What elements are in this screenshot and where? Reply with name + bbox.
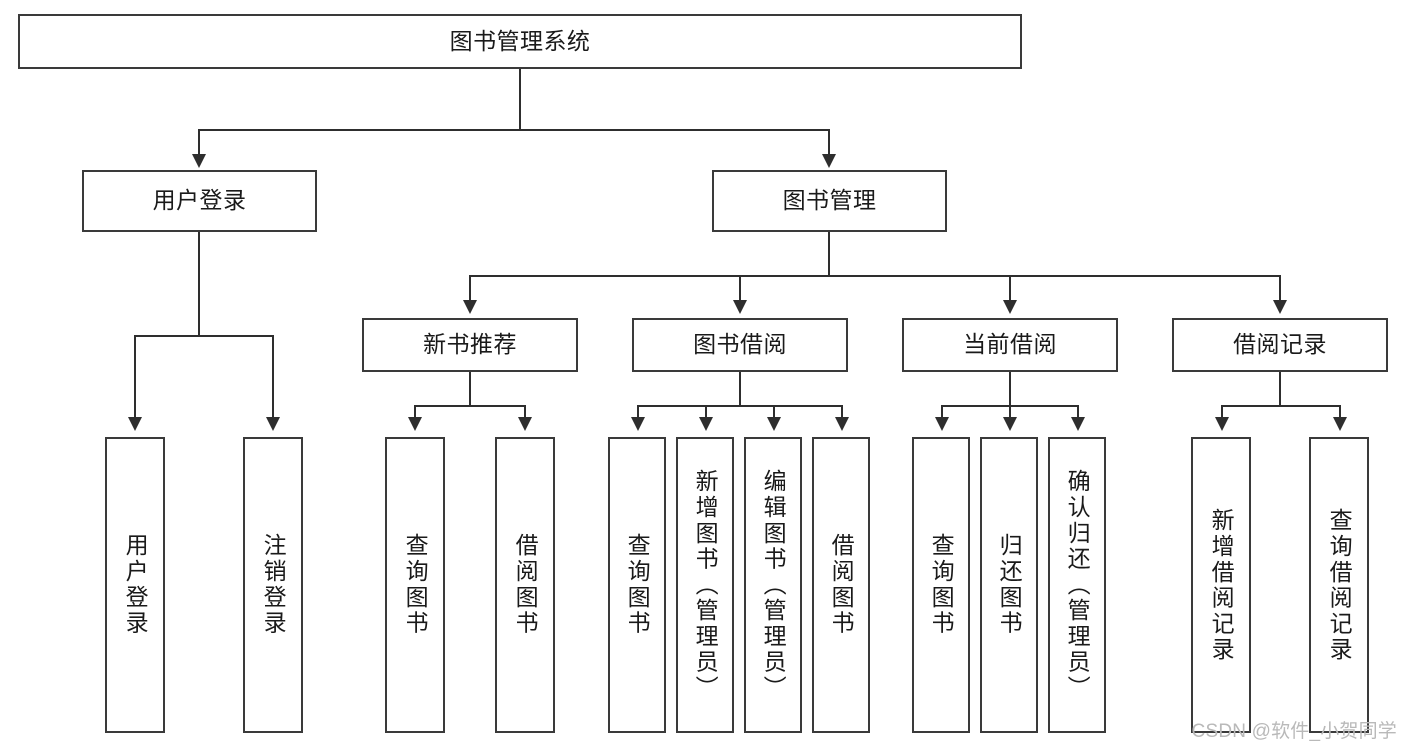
node-borrow-record[interactable]: 借阅记录: [1172, 318, 1388, 372]
connector-drop-book-borrow: [739, 275, 741, 302]
node-label: 编辑图书（管理员）: [760, 469, 787, 701]
node-label: 查询图书: [402, 533, 429, 637]
node-label: 确认归还（管理员）: [1064, 469, 1091, 701]
node-new-book-recommend[interactable]: 新书推荐: [362, 318, 578, 372]
node-label: 新书推荐: [423, 331, 517, 358]
arrowhead-leaf-add-book: [699, 417, 713, 431]
arrowhead-leaf-borrow-book-2: [835, 417, 849, 431]
node-current-borrow[interactable]: 当前借阅: [902, 318, 1118, 372]
node-label: 新增借阅记录: [1208, 507, 1235, 663]
arrowhead-leaf-edit-book: [767, 417, 781, 431]
connector-current-borrow-stem: [1009, 372, 1011, 406]
node-label: 图书借阅: [693, 331, 787, 358]
leaf-add-book[interactable]: 新增图书（管理员）: [676, 437, 734, 733]
arrowhead-leaf-query-record: [1333, 417, 1347, 431]
connector-user-login-bus: [134, 335, 272, 337]
connector-new-book-bus: [414, 405, 524, 407]
node-label: 查询图书: [624, 533, 651, 637]
connector-drop-leaf-user-login: [134, 335, 136, 419]
connector-drop-leaf-query-book-3: [941, 405, 943, 419]
connector-level2-bus: [198, 129, 830, 131]
connector-drop-new-book: [469, 275, 471, 302]
connector-drop-leaf-return-book: [1009, 405, 1011, 419]
connector-new-book-stem: [469, 372, 471, 406]
arrowhead-leaf-query-book-3: [935, 417, 949, 431]
connector-drop-leaf-borrow-book-1: [524, 405, 526, 419]
connector-book-borrow-bus: [637, 405, 842, 407]
arrowhead-leaf-return-book: [1003, 417, 1017, 431]
connector-borrow-record-bus: [1221, 405, 1339, 407]
node-label: 归还图书: [996, 533, 1023, 637]
leaf-borrow-book[interactable]: 借阅图书: [812, 437, 870, 733]
node-label: 图书管理系统: [449, 27, 591, 54]
connector-user-login-stem: [198, 232, 200, 336]
arrowhead-borrow-record: [1273, 300, 1287, 314]
node-label: 注销登录: [260, 533, 287, 637]
leaf-return-book[interactable]: 归还图书: [980, 437, 1038, 733]
node-label: 借阅图书: [828, 533, 855, 637]
node-label: 借阅记录: [1233, 331, 1327, 358]
connector-drop-user-login: [198, 129, 200, 156]
connector-drop-leaf-add-record: [1221, 405, 1223, 419]
connector-root-stem: [519, 69, 521, 130]
leaf-add-borrow-record[interactable]: 新增借阅记录: [1191, 437, 1251, 733]
connector-book-borrow-stem: [739, 372, 741, 406]
connector-level3-bus: [469, 275, 1280, 277]
arrowhead-leaf-user-logout: [266, 417, 280, 431]
node-book-management[interactable]: 图书管理: [712, 170, 947, 232]
arrowhead-leaf-add-record: [1215, 417, 1229, 431]
arrowhead-book-manage: [822, 154, 836, 168]
connector-borrow-record-stem: [1279, 372, 1281, 406]
leaf-user-login[interactable]: 用户登录: [105, 437, 165, 733]
connector-drop-leaf-query-book-2: [637, 405, 639, 419]
arrowhead-leaf-user-login: [128, 417, 142, 431]
arrowhead-book-borrow: [733, 300, 747, 314]
leaf-confirm-return[interactable]: 确认归还（管理员）: [1048, 437, 1106, 733]
arrowhead-user-login: [192, 154, 206, 168]
leaf-user-logout[interactable]: 注销登录: [243, 437, 303, 733]
leaf-query-borrow-record[interactable]: 查询借阅记录: [1309, 437, 1369, 733]
connector-drop-leaf-query-record: [1339, 405, 1341, 419]
leaf-query-book-recommend[interactable]: 查询图书: [385, 437, 445, 733]
node-book-borrow[interactable]: 图书借阅: [632, 318, 848, 372]
node-user-login[interactable]: 用户登录: [82, 170, 317, 232]
arrowhead-new-book: [463, 300, 477, 314]
connector-drop-leaf-add-book: [705, 405, 707, 419]
arrowhead-leaf-query-book-1: [408, 417, 422, 431]
node-label: 用户登录: [122, 533, 149, 637]
leaf-borrow-book-recommend[interactable]: 借阅图书: [495, 437, 555, 733]
connector-drop-book-manage: [828, 129, 830, 156]
node-label: 当前借阅: [963, 331, 1057, 358]
node-label: 查询图书: [928, 533, 955, 637]
connector-drop-leaf-user-logout: [272, 335, 274, 419]
arrowhead-leaf-confirm-return: [1071, 417, 1085, 431]
connector-drop-leaf-query-book-1: [414, 405, 416, 419]
connector-book-manage-stem: [828, 232, 830, 276]
connector-drop-leaf-confirm-return: [1077, 405, 1079, 419]
arrowhead-leaf-query-book-2: [631, 417, 645, 431]
node-root-book-management-system[interactable]: 图书管理系统: [18, 14, 1022, 69]
connector-drop-borrow-record: [1279, 275, 1281, 302]
leaf-edit-book[interactable]: 编辑图书（管理员）: [744, 437, 802, 733]
node-label: 用户登录: [152, 187, 247, 214]
node-label: 图书管理: [782, 187, 877, 214]
node-label: 借阅图书: [512, 533, 539, 637]
connector-drop-current-borrow: [1009, 275, 1011, 302]
arrowhead-leaf-borrow-book-1: [518, 417, 532, 431]
node-label: 新增图书（管理员）: [692, 469, 719, 701]
arrowhead-current-borrow: [1003, 300, 1017, 314]
leaf-query-book-current[interactable]: 查询图书: [912, 437, 970, 733]
connector-drop-leaf-edit-book: [773, 405, 775, 419]
node-label: 查询借阅记录: [1326, 507, 1353, 663]
connector-drop-leaf-borrow-book-2: [841, 405, 843, 419]
leaf-query-book-borrow[interactable]: 查询图书: [608, 437, 666, 733]
